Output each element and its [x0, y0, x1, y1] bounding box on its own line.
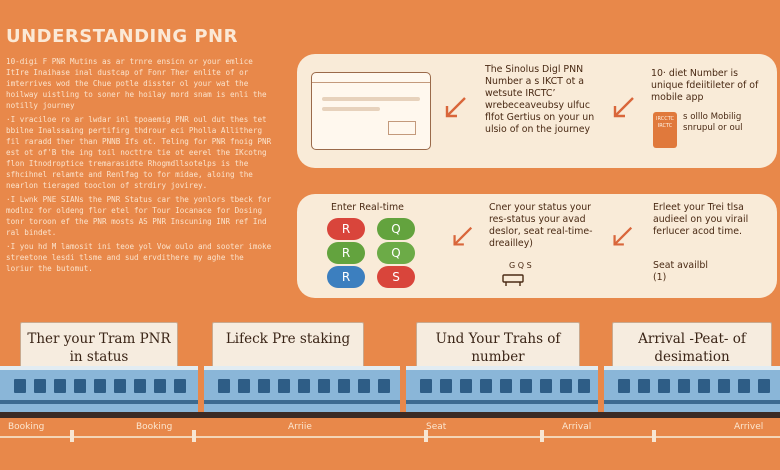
- status-pill: S: [377, 266, 415, 288]
- timeline-tick: [192, 430, 196, 442]
- train-stage-label: Und Your Trahs of number: [416, 322, 580, 374]
- seat-device-icon: [502, 274, 524, 286]
- mobile-phone-icon: IRCCTC IRCTC: [653, 112, 677, 148]
- arrow-icon: [453, 226, 473, 246]
- real-time-title: Enter Real-time: [331, 202, 404, 213]
- intro-paragraph: 10-digi F PNR Mutins as ar trnre ensicn …: [6, 57, 267, 110]
- status-pill: R: [327, 218, 365, 240]
- mobile-app-text: s olllo Mobilig snrupul or oul: [683, 112, 743, 133]
- train-stage-label: Ther your Tram PNR in status: [20, 322, 178, 374]
- status-pill: Q: [377, 242, 415, 264]
- train-car: [0, 366, 198, 412]
- intro-paragraph: ·I Lwnk PNE SIANs the PNR Status car the…: [6, 195, 272, 237]
- page-title: UNDERSTANDING PNR: [6, 26, 238, 47]
- rail-track: [0, 412, 780, 418]
- timeline-label: Arriie: [288, 422, 312, 432]
- pnr-identifier-text: 10· diet Number is unique fdeiitileter o…: [651, 68, 759, 103]
- pnr-definition-text: The Sinolus Digl PNN Number a s IKCT ot …: [485, 64, 595, 135]
- intro-paragraph: ·I you hd M lamosit ini teoe yol Vow oul…: [6, 242, 272, 273]
- browser-window-icon: [311, 72, 431, 150]
- train-car: [406, 366, 598, 412]
- timeline-label: Booking: [8, 422, 45, 432]
- journey-timeline: [0, 436, 780, 438]
- timeline-label: Booking: [136, 422, 173, 432]
- timeline-label: Arrivel: [734, 422, 764, 432]
- arrow-icon: [445, 97, 466, 118]
- timeline-label: Arrival: [562, 422, 592, 432]
- timeline-label: Seat: [426, 422, 447, 432]
- status-legend: G Q S: [509, 261, 532, 270]
- status-pill: Q: [377, 218, 415, 240]
- intro-text: 10-digi F PNR Mutins as ar trnre ensicn …: [6, 56, 274, 277]
- availability-text: Erleet your Trei tlsa audieel on you vir…: [653, 202, 749, 237]
- arrow-icon: [613, 97, 634, 118]
- status-pill: R: [327, 242, 365, 264]
- info-panel-mid: Enter Real-time R Q R Q R S Cner your st…: [297, 194, 777, 298]
- timeline-tick: [652, 430, 656, 442]
- info-panel-top: The Sinolus Digl PNN Number a s IKCT ot …: [297, 54, 777, 168]
- status-check-text: Cner your status your res-status your av…: [489, 202, 593, 249]
- timeline-tick: [540, 430, 544, 442]
- intro-paragraph: ·I vraciloe ro ar lwdar inl tpoaemig PNR…: [6, 115, 272, 190]
- phone-label: IRCCTC IRCTC: [656, 116, 674, 129]
- timeline-tick: [70, 430, 74, 442]
- train-car: [204, 366, 400, 412]
- timeline-tick: [424, 430, 428, 442]
- seat-availability-text: Seat availbl (1): [653, 260, 708, 283]
- arrow-icon: [613, 226, 633, 246]
- status-pill: R: [327, 266, 365, 288]
- train-stage-label: Arrival -Peat- of desimation: [612, 322, 772, 374]
- train-car: [604, 366, 780, 412]
